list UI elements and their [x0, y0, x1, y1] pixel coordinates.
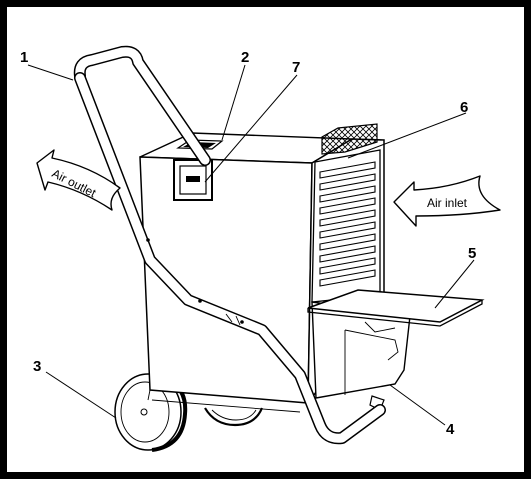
callout-6: 6: [460, 99, 468, 116]
trolley-handle: [73, 45, 386, 445]
air-inlet-label: Air inlet: [427, 196, 468, 210]
callout-3: 3: [33, 358, 41, 375]
callout-1: 1: [20, 49, 28, 66]
callout-5: 5: [468, 245, 476, 262]
diagram-frame: Air outlet Air inlet 1 2 3 4 5 6 7: [7, 7, 524, 472]
callout-4: 4: [446, 421, 455, 438]
callout-2: 2: [241, 49, 249, 66]
air-inlet-arrow: Air inlet: [393, 175, 501, 227]
unit-body: [139, 123, 411, 413]
leader-lines: [27, 64, 475, 426]
callout-7: 7: [292, 59, 300, 76]
dehumidifier-diagram: Air outlet Air inlet 1 2 3 4 5 6 7: [20, 45, 501, 452]
tray-shelf: [307, 289, 485, 333]
rear-wheel: [204, 407, 264, 427]
hour-counter: [173, 159, 213, 201]
